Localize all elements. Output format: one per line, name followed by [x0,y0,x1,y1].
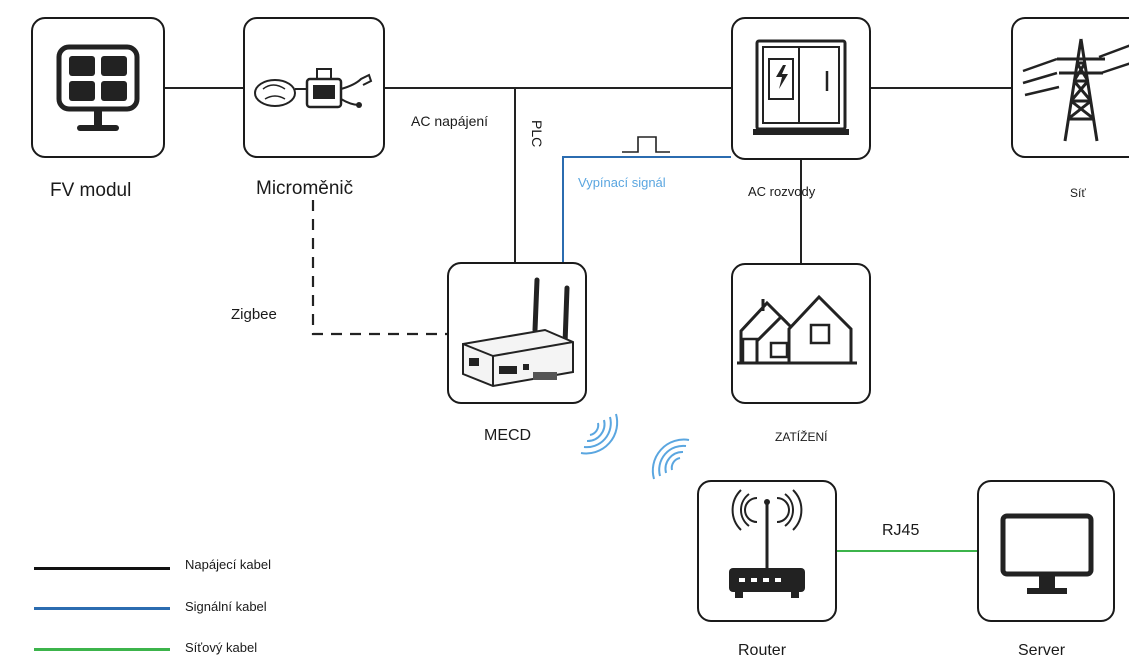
wireless-signal-icon [580,413,619,455]
load-node [731,263,871,404]
pulse-symbol [622,136,670,153]
grid-label: Síť [1070,186,1086,200]
houses-icon [737,294,857,365]
rj45-label: RJ45 [882,522,920,539]
gateway-device-icon [462,277,574,388]
zigbee-label: Zigbee [231,306,277,323]
microinverter-icon [254,68,373,109]
legend-power-line [34,567,170,570]
microinverter-node [243,17,385,158]
zigbee-dashed-line [311,200,447,336]
ac-supply-label: AC napájení [411,113,489,129]
plc-label: PLC [529,120,545,148]
ac-distribution-label: AC rozvody [748,184,816,199]
trip-signal-line [562,156,731,262]
router-label: Router [738,642,787,659]
legend-signal-label: Signální kabel [185,599,267,614]
mecd-node [447,262,587,404]
grid-node [1011,17,1129,158]
router-icon [729,489,805,598]
legend-signal-line [34,607,170,610]
solar-panel-icon [56,44,140,131]
monitor-icon [1000,513,1094,594]
legend-network-label: Síťový kabel [185,640,258,655]
server-node [977,480,1115,622]
switchboard-icon [753,39,849,135]
router-node [697,480,837,622]
microinverter-label: Microměnič [256,178,354,199]
load-label: ZATÍŽENÍ [775,430,828,444]
legend-network-line [34,648,170,651]
pv-module-label: FV modul [50,180,132,201]
power-tower-icon [1022,38,1129,142]
trip-signal-label: Vypínací signál [578,175,666,190]
legend-power-label: Napájecí kabel [185,557,271,572]
mecd-label: MECD [484,427,532,444]
ac-distribution-node [731,17,871,160]
server-label: Server [1018,642,1066,659]
pv-module-node [31,17,165,158]
wireless-signal-icon [651,438,690,480]
